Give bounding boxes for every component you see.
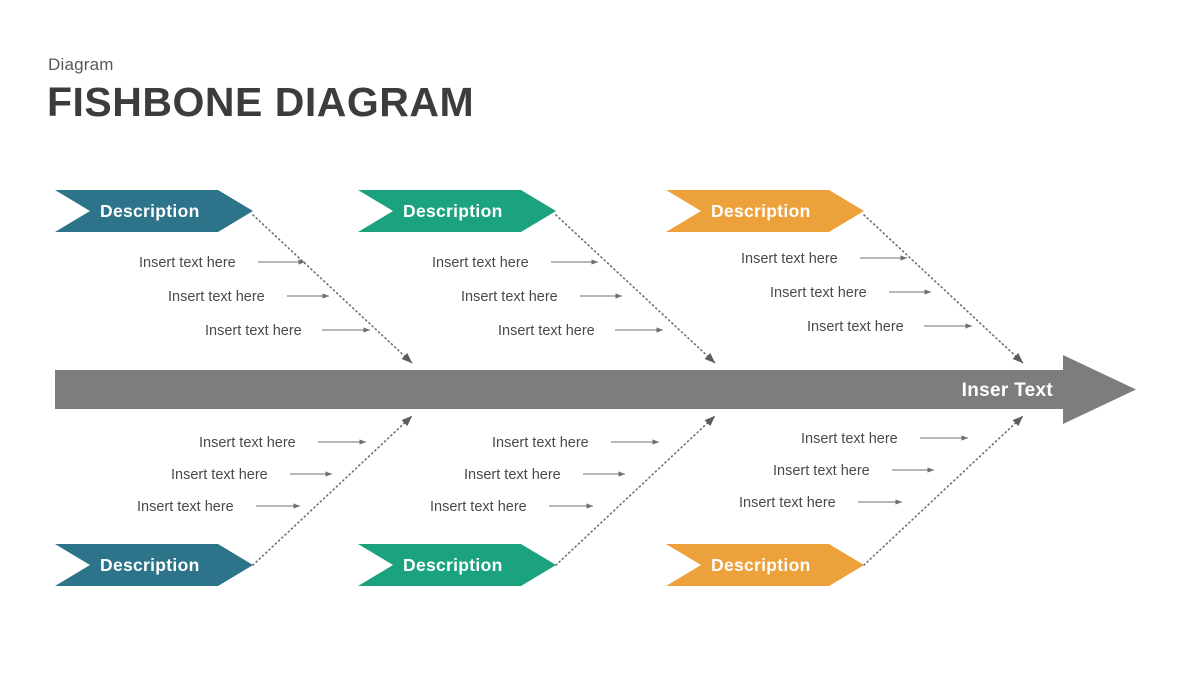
cause-label-top-1-2: Insert text here bbox=[498, 323, 595, 339]
bone-connector-bottom-1 bbox=[555, 415, 716, 566]
cause-label-bottom-1-2: Insert text here bbox=[430, 499, 527, 515]
page-title: FISHBONE DIAGRAM bbox=[47, 79, 475, 125]
category-label-top-0: Description bbox=[100, 201, 200, 221]
slide-kicker: Diagram bbox=[48, 55, 114, 74]
category-label-bottom-0: Description bbox=[100, 555, 200, 575]
category-top-0[interactable]: Description Insert text here Insert text… bbox=[55, 190, 413, 364]
category-banner-bottom-0[interactable] bbox=[55, 544, 253, 586]
bone-connector-top-1 bbox=[555, 214, 716, 364]
category-banner-top-0[interactable] bbox=[55, 190, 253, 232]
cause-label-top-0-0: Insert text here bbox=[139, 255, 236, 271]
category-banner-top-2[interactable] bbox=[666, 190, 864, 232]
category-banner-top-1[interactable] bbox=[358, 190, 556, 232]
bone-connector-bottom-2 bbox=[863, 415, 1024, 566]
category-label-bottom-1: Description bbox=[403, 555, 503, 575]
category-bottom-1[interactable]: Description Insert text here Insert text… bbox=[358, 415, 716, 586]
cause-label-bottom-2-1: Insert text here bbox=[773, 463, 870, 479]
category-bottom-2[interactable]: Description Insert text here Insert text… bbox=[666, 415, 1024, 586]
category-label-bottom-2: Description bbox=[711, 555, 811, 575]
cause-label-top-0-1: Insert text here bbox=[168, 289, 265, 305]
cause-label-bottom-2-2: Insert text here bbox=[739, 495, 836, 511]
cause-label-bottom-0-2: Insert text here bbox=[137, 499, 234, 515]
spine-arrow-shape bbox=[55, 355, 1136, 424]
category-banner-bottom-2[interactable] bbox=[666, 544, 864, 586]
category-bottom-0[interactable]: Description Insert text here Insert text… bbox=[55, 415, 413, 586]
cause-label-top-2-2: Insert text here bbox=[807, 319, 904, 335]
bone-connector-top-2 bbox=[863, 214, 1024, 364]
spine-group: Inser Text bbox=[55, 355, 1136, 424]
cause-label-bottom-2-0: Insert text here bbox=[801, 431, 898, 447]
bone-connector-bottom-0 bbox=[252, 415, 413, 566]
bone-connector-top-0 bbox=[252, 214, 413, 364]
cause-label-top-0-2: Insert text here bbox=[205, 323, 302, 339]
cause-label-top-2-0: Insert text here bbox=[741, 251, 838, 267]
cause-label-bottom-1-0: Insert text here bbox=[492, 435, 589, 451]
cause-label-bottom-0-0: Insert text here bbox=[199, 435, 296, 451]
cause-label-top-2-1: Insert text here bbox=[770, 285, 867, 301]
category-label-top-2: Description bbox=[711, 201, 811, 221]
category-banner-bottom-1[interactable] bbox=[358, 544, 556, 586]
cause-label-top-1-1: Insert text here bbox=[461, 289, 558, 305]
category-top-1[interactable]: Description Insert text here Insert text… bbox=[358, 190, 716, 364]
cause-label-bottom-0-1: Insert text here bbox=[171, 467, 268, 483]
cause-label-bottom-1-1: Insert text here bbox=[464, 467, 561, 483]
category-label-top-1: Description bbox=[403, 201, 503, 221]
spine-label: Inser Text bbox=[962, 380, 1054, 401]
category-top-2[interactable]: Description Insert text here Insert text… bbox=[666, 190, 1024, 364]
cause-label-top-1-0: Insert text here bbox=[432, 255, 529, 271]
